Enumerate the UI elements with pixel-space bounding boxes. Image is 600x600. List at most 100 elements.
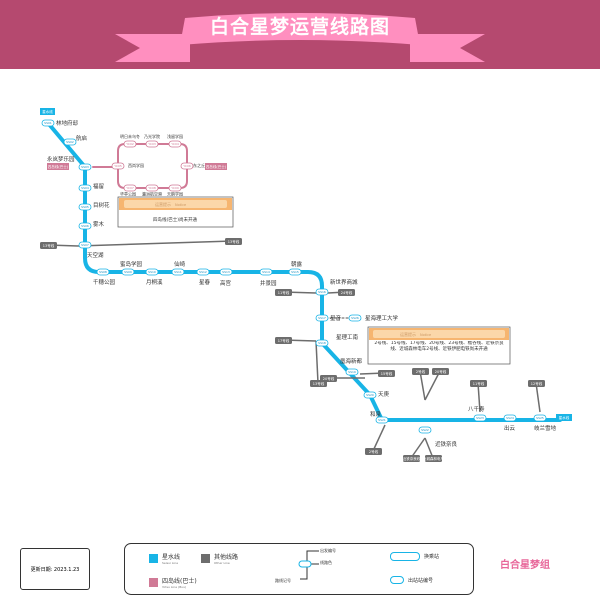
station-marker[interactable] [473, 414, 487, 422]
station-marker[interactable] [123, 184, 137, 192]
station-marker[interactable] [315, 314, 329, 322]
other-line-box[interactable]: 24号线 [338, 289, 355, 296]
station-marker[interactable] [168, 184, 182, 192]
other-line-box[interactable]: 20号线 [320, 375, 337, 382]
station-marker[interactable] [196, 268, 210, 276]
other-line-box[interactable]: 20号线 [432, 368, 449, 375]
station-marker[interactable] [41, 119, 55, 127]
station-marker[interactable] [145, 140, 159, 148]
station-marker[interactable] [123, 140, 137, 148]
station-marker[interactable] [121, 268, 135, 276]
station-marker[interactable] [171, 268, 185, 276]
other-line-rect[interactable] [425, 455, 442, 462]
line-badge-end: 星水线 [556, 414, 572, 421]
other-line-box[interactable]: 近铁奈良线 [403, 455, 421, 462]
other-line-rect[interactable] [528, 380, 545, 387]
station-marker[interactable] [363, 391, 377, 399]
station-marker[interactable] [375, 416, 389, 424]
other-line-box[interactable]: 近城森林电车 [423, 455, 444, 462]
station-marker[interactable] [78, 241, 92, 249]
other-line-rect[interactable] [403, 455, 420, 462]
station-marker[interactable] [315, 288, 329, 296]
station-marker[interactable] [145, 268, 159, 276]
other-line-rect[interactable] [365, 448, 382, 455]
bus-line-swatch [149, 578, 158, 587]
station-marker[interactable] [503, 414, 517, 422]
other-line-rect[interactable] [275, 289, 292, 296]
station-marker[interactable] [78, 184, 92, 192]
station-marker[interactable] [533, 414, 547, 422]
other-line-box[interactable]: 2号线 [365, 448, 382, 455]
other-line-box[interactable]: 11号线 [275, 289, 292, 296]
station-marker[interactable] [315, 339, 329, 347]
other-line-rect[interactable] [338, 289, 355, 296]
station-marker[interactable] [288, 268, 302, 276]
other-line-rect[interactable] [412, 368, 429, 375]
other-line-box[interactable]: 12号线 [528, 380, 545, 387]
station-marker[interactable] [259, 268, 273, 276]
station-marker[interactable] [219, 268, 233, 276]
other-line-rect[interactable] [225, 238, 242, 245]
station-name: 仙崎 [174, 260, 186, 268]
station-marker[interactable] [63, 138, 77, 146]
station-marker[interactable] [180, 162, 194, 170]
other-line-box[interactable]: 17号线 [275, 337, 292, 344]
station-marker[interactable] [168, 140, 182, 148]
other-line-box[interactable]: 15号线 [378, 370, 395, 377]
other-line-box[interactable]: 13号线 [40, 242, 57, 249]
station-marker[interactable] [78, 163, 92, 171]
other-line-rect[interactable] [40, 242, 57, 249]
station-marker[interactable] [348, 314, 362, 322]
other-line-rect[interactable] [470, 380, 487, 387]
other-line-rect[interactable] [275, 337, 292, 344]
line-badge-start: 星水线 [40, 108, 55, 115]
other-line-box[interactable]: 13号线 [225, 238, 242, 245]
other-line-box[interactable]: 11号线 [470, 380, 487, 387]
station-marker[interactable] [418, 426, 432, 434]
station-marker[interactable] [78, 203, 92, 211]
station-marker[interactable] [96, 268, 110, 276]
station-marker[interactable] [78, 222, 92, 230]
station-marker[interactable] [345, 368, 359, 376]
other-line-rect[interactable] [320, 375, 337, 382]
other-line-rect[interactable] [432, 368, 449, 375]
other-line-rect[interactable] [378, 370, 395, 377]
station-marker[interactable] [145, 184, 159, 192]
station-marker[interactable] [111, 162, 125, 170]
other-line-box[interactable]: 2号线 [412, 368, 429, 375]
